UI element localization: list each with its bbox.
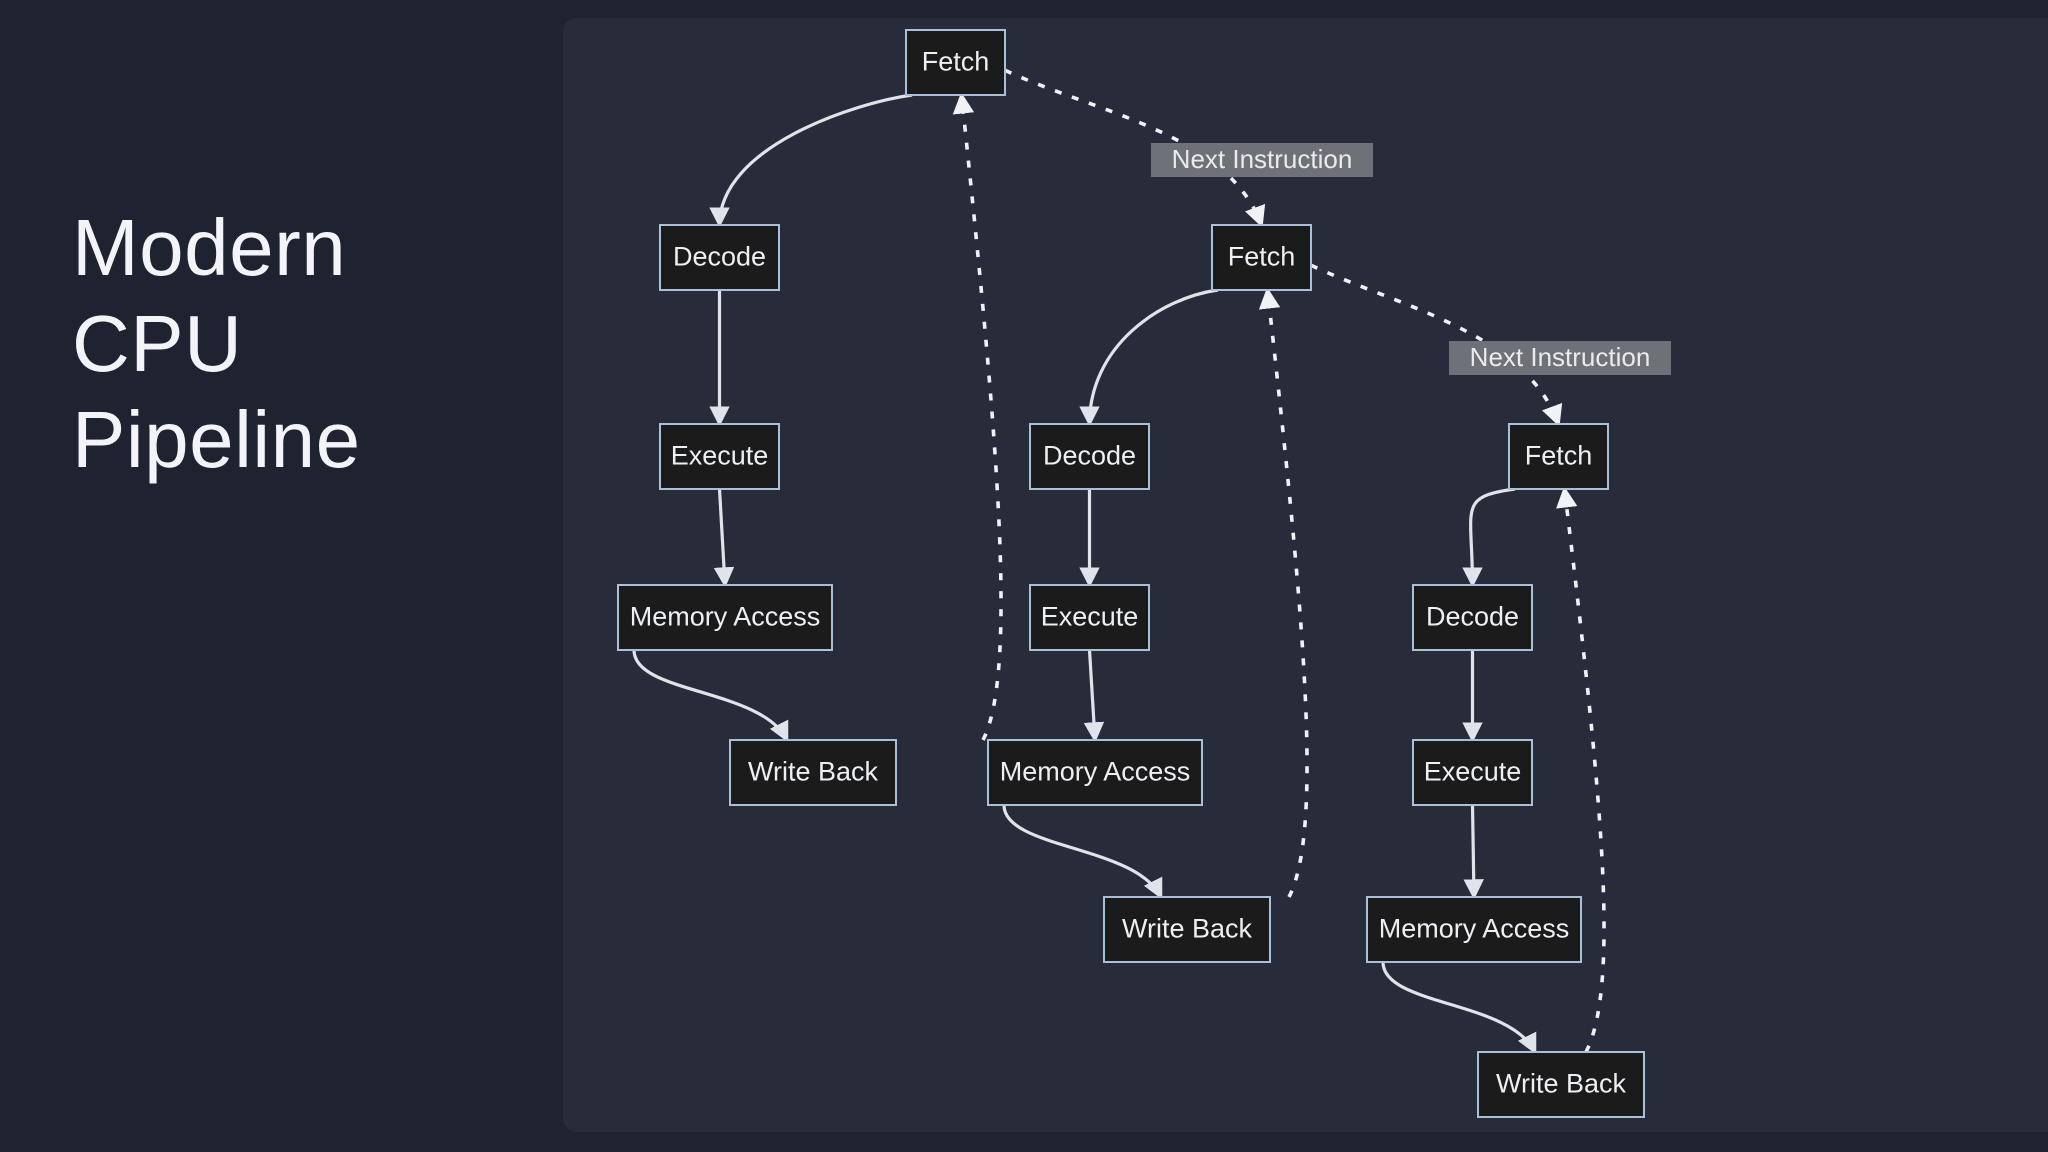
node-i1-wb[interactable]: Write Back bbox=[729, 739, 897, 806]
node-box[interactable] bbox=[1103, 896, 1271, 963]
edge-i2-fetch-to-i3-fetch bbox=[1310, 263, 1563, 427]
edge-i2-exec-to-i2-mem bbox=[1083, 649, 1105, 743]
node-box[interactable] bbox=[1412, 739, 1533, 806]
node-box[interactable] bbox=[1477, 1051, 1645, 1118]
edge-label-text: Next Instruction bbox=[1470, 342, 1651, 372]
node-box[interactable] bbox=[987, 739, 1203, 806]
node-box[interactable] bbox=[1508, 423, 1609, 490]
node-box[interactable] bbox=[729, 739, 897, 806]
node-box[interactable] bbox=[659, 423, 780, 490]
node-box[interactable] bbox=[1366, 896, 1582, 963]
edge-label-text: Next Instruction bbox=[1172, 144, 1353, 174]
title-line-1: Modern bbox=[72, 203, 347, 292]
node-label: Write Back bbox=[1496, 1069, 1627, 1099]
title-line-3: Pipeline bbox=[72, 395, 361, 484]
node-label: Execute bbox=[671, 441, 769, 471]
node-label: Memory Access bbox=[630, 602, 821, 632]
edge-i2-fetch-to-i2-decode bbox=[1079, 288, 1219, 427]
node-i1-exec[interactable]: Execute bbox=[659, 423, 780, 490]
node-label: Memory Access bbox=[1000, 757, 1191, 787]
title-line-2: CPU bbox=[72, 299, 243, 388]
edge-i1-exec-to-i1-mem bbox=[713, 488, 735, 588]
node-label: Decode bbox=[1426, 602, 1519, 632]
node-label: Write Back bbox=[1122, 914, 1253, 944]
edge-i3-mem-to-i3-wb bbox=[1381, 961, 1537, 1055]
node-i1-fetch[interactable]: Fetch bbox=[905, 29, 1006, 96]
node-i3-mem[interactable]: Memory Access bbox=[1366, 896, 1582, 963]
node-box[interactable] bbox=[1412, 584, 1533, 651]
node-label: Write Back bbox=[748, 757, 879, 787]
node-box[interactable] bbox=[1211, 224, 1312, 291]
node-i2-mem[interactable]: Memory Access bbox=[987, 739, 1203, 806]
node-i1-decode[interactable]: Decode bbox=[659, 224, 780, 291]
edge-i3-wb-to-i3-fetch bbox=[1556, 486, 1606, 1053]
node-box[interactable] bbox=[905, 29, 1006, 96]
page-title: Modern CPU Pipeline bbox=[72, 200, 542, 488]
edge-i3-exec-to-i3-mem bbox=[1463, 804, 1484, 900]
node-box[interactable] bbox=[1029, 423, 1150, 490]
node-label: Execute bbox=[1424, 757, 1522, 787]
edge-label-next-instruction-1: Next Instruction bbox=[1151, 143, 1373, 177]
node-label: Decode bbox=[673, 242, 766, 272]
node-i2-fetch[interactable]: Fetch bbox=[1211, 224, 1312, 291]
edge-i3-fetch-to-i3-decode bbox=[1462, 487, 1516, 588]
node-i2-decode[interactable]: Decode bbox=[1029, 423, 1150, 490]
edge-i1-fetch-to-i2-fetch bbox=[1004, 68, 1266, 228]
edge-label-background bbox=[1151, 143, 1373, 177]
node-label: Decode bbox=[1043, 441, 1136, 471]
edge-i2-mem-to-i2-wb bbox=[1002, 804, 1163, 900]
edge-i1-mem-to-i1-wb bbox=[632, 649, 789, 743]
node-i3-decode[interactable]: Decode bbox=[1412, 584, 1533, 651]
edges-layer bbox=[632, 68, 1606, 1055]
edge-i1-wb-to-i1-fetch bbox=[952, 92, 1003, 741]
node-box[interactable] bbox=[1029, 584, 1150, 651]
edge-label-background bbox=[1449, 341, 1671, 375]
node-i3-wb[interactable]: Write Back bbox=[1477, 1051, 1645, 1118]
node-i2-wb[interactable]: Write Back bbox=[1103, 896, 1271, 963]
node-box[interactable] bbox=[617, 584, 833, 651]
edge-label-next-instruction-2: Next Instruction bbox=[1449, 341, 1671, 375]
node-i3-fetch[interactable]: Fetch bbox=[1508, 423, 1609, 490]
node-label: Fetch bbox=[1525, 441, 1593, 471]
node-i3-exec[interactable]: Execute bbox=[1412, 739, 1533, 806]
node-box[interactable] bbox=[659, 224, 780, 291]
node-label: Fetch bbox=[1228, 242, 1296, 272]
node-label: Execute bbox=[1041, 602, 1139, 632]
node-i1-mem[interactable]: Memory Access bbox=[617, 584, 833, 651]
edge-i2-wb-to-i2-fetch bbox=[1258, 287, 1309, 898]
node-label: Memory Access bbox=[1379, 914, 1570, 944]
node-i2-exec[interactable]: Execute bbox=[1029, 584, 1150, 651]
edge-i1-fetch-to-i1-decode bbox=[709, 93, 913, 228]
node-label: Fetch bbox=[922, 47, 990, 77]
